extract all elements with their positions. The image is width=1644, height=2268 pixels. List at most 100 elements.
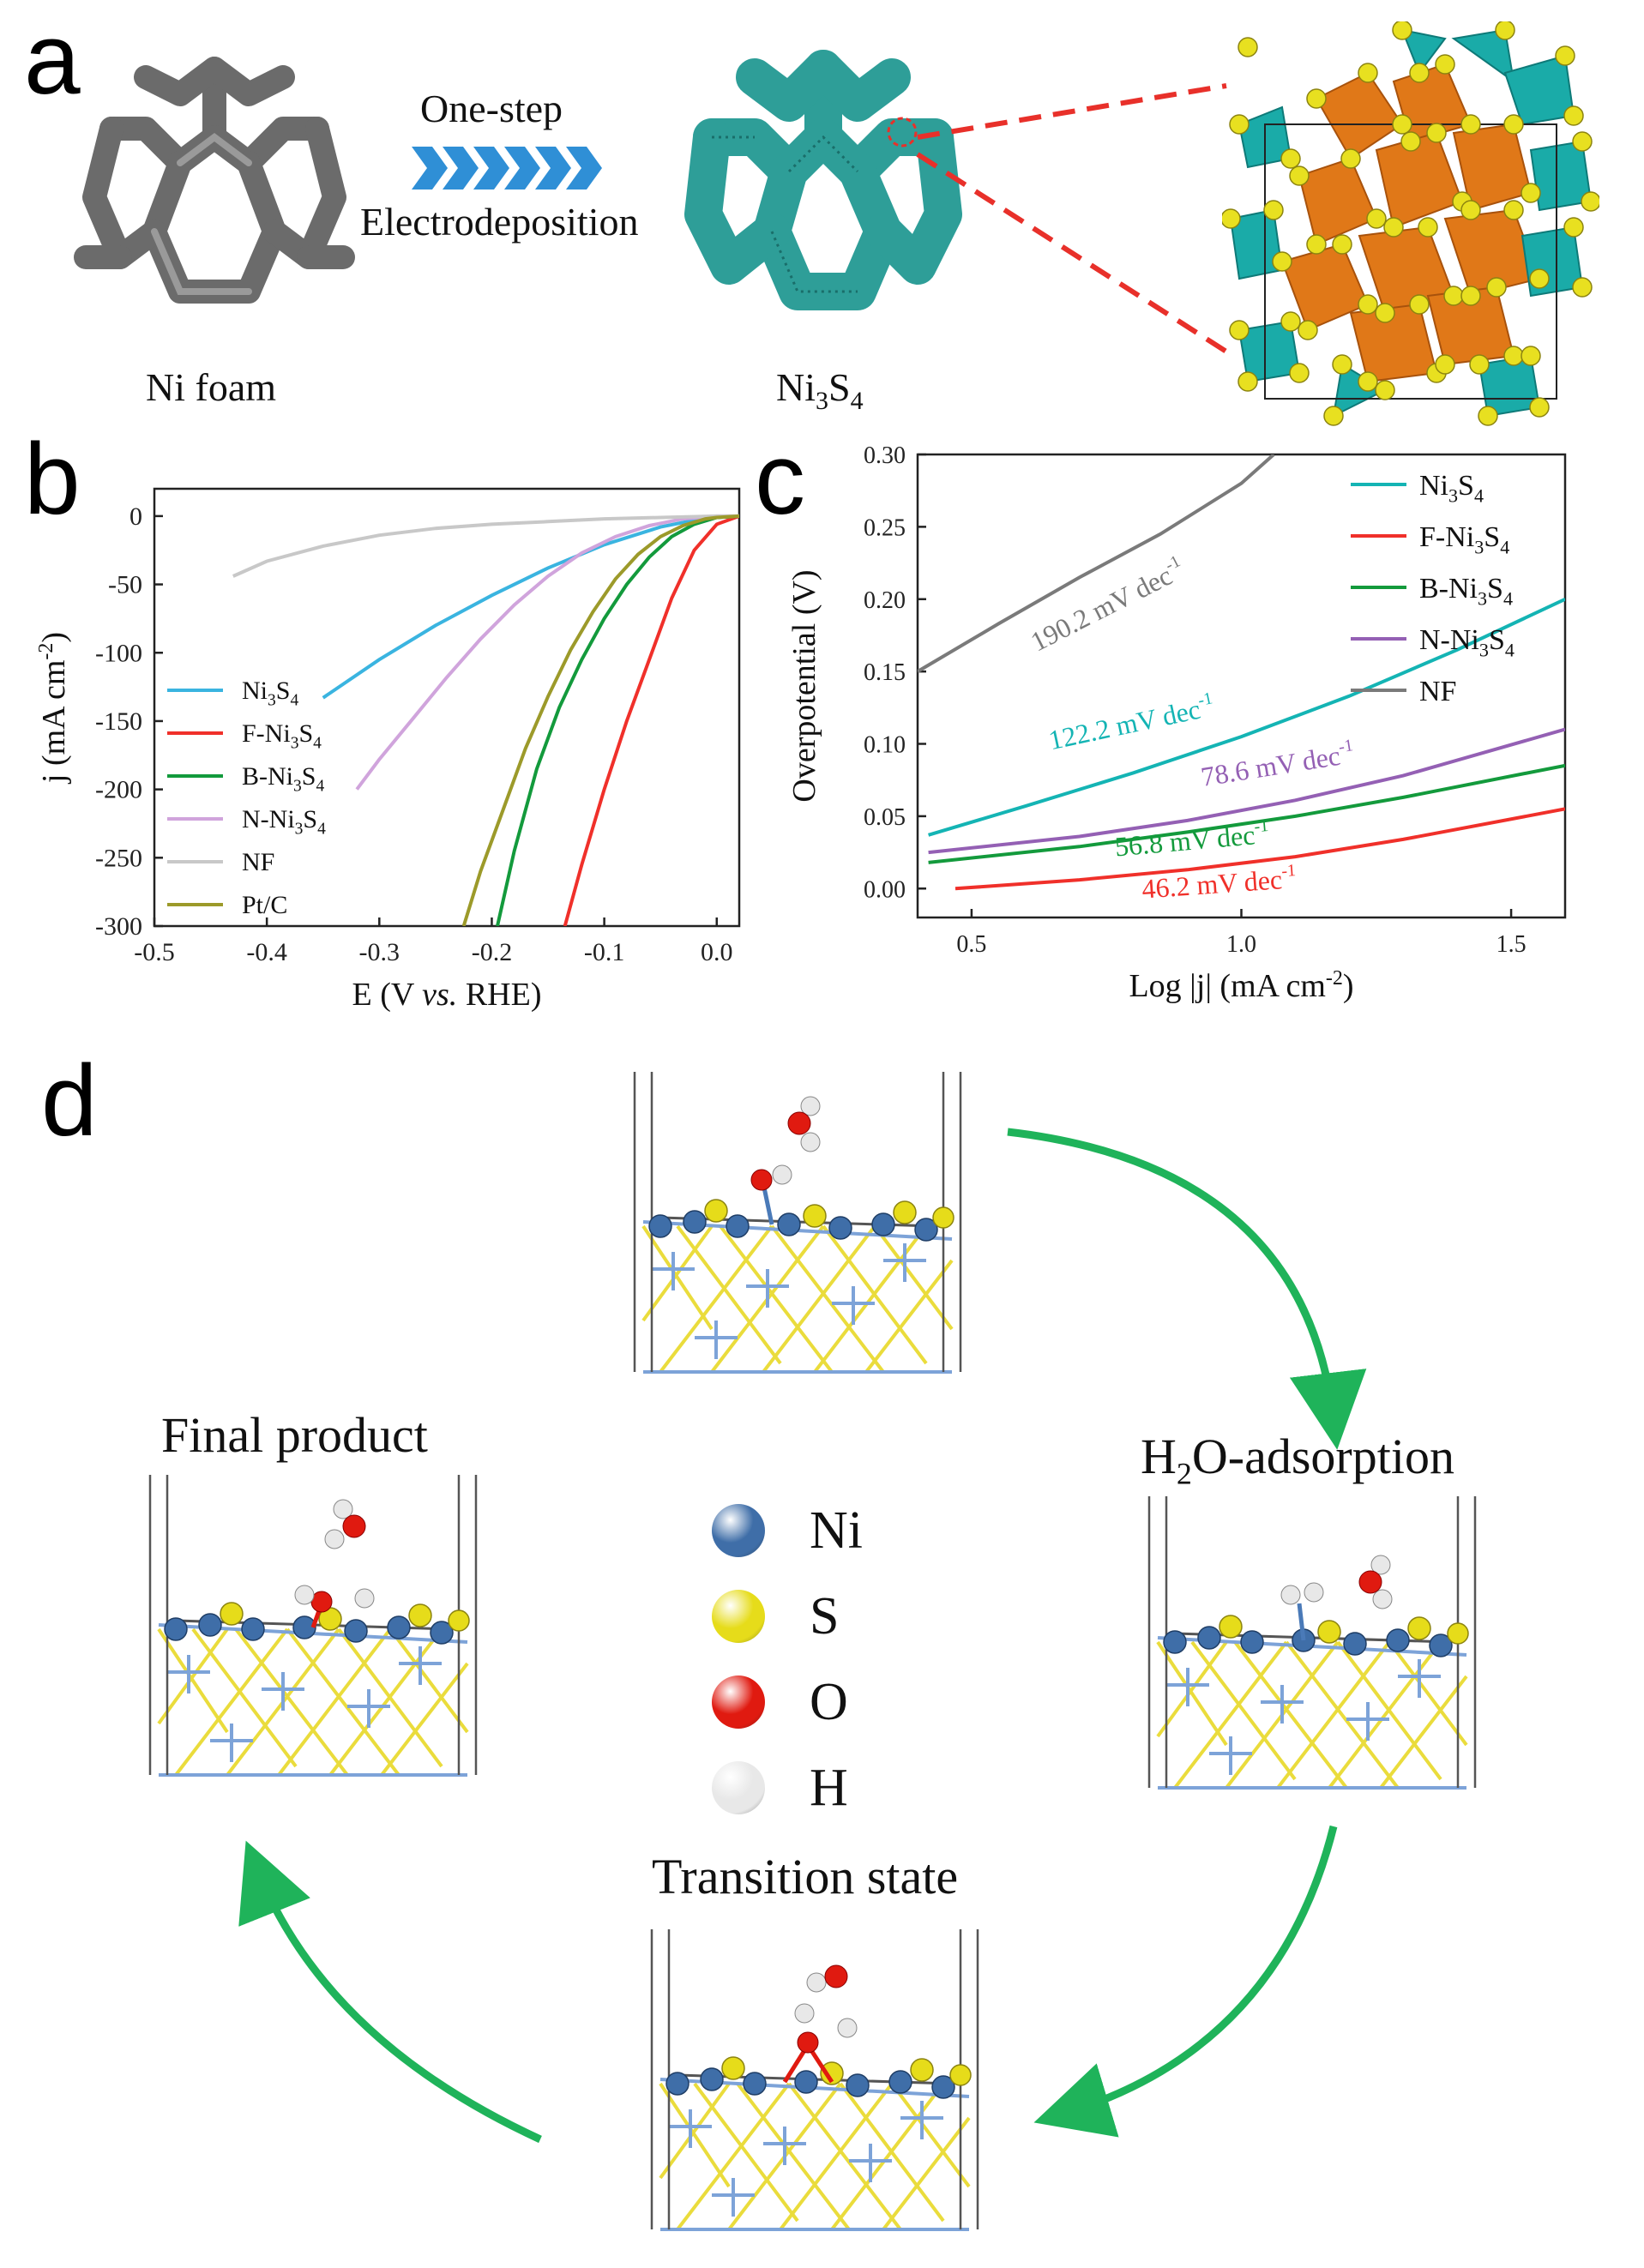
series-line-ni3s4 [322, 514, 739, 700]
tafel-slope-label: 122.2 mV dec-1 [1045, 689, 1217, 755]
legend-label: B-Ni3S4 [242, 762, 324, 796]
atom-o-swatch [712, 1675, 765, 1729]
y-tick-label: 0.25 [864, 514, 906, 541]
y-tick-label: -300 [95, 912, 142, 941]
crystal-structure-illustration [1222, 21, 1599, 426]
transition-state-molecule [782, 1964, 858, 2084]
series-line-nf [918, 454, 1275, 673]
atom-legend-row: H [712, 1745, 935, 1831]
y-tick-label: -200 [95, 776, 142, 804]
label-transition-state: Transition state [652, 1849, 959, 1904]
plot-frame [153, 487, 741, 928]
panel-d-letter: d [41, 1044, 98, 1158]
x-tick-label: -0.1 [584, 938, 625, 966]
chevron-arrow-icon [412, 147, 602, 190]
series-line-ni3s4 [928, 597, 1565, 837]
series-line-f-ni3s4 [954, 807, 1565, 891]
cycle-arrow-2 [1033, 1825, 1338, 2138]
atom-legend-row: S [712, 1573, 935, 1659]
atom-legend-label: O [810, 1672, 848, 1731]
x-tick-label: -0.3 [359, 938, 400, 966]
x-tick-label: -0.5 [134, 938, 175, 966]
zoom-dashed-lines [916, 83, 1228, 354]
atom-legend-label: S [810, 1586, 840, 1645]
oh-adsorbed [750, 1164, 792, 1225]
ni3s4-label-sub1: 3 [816, 387, 828, 416]
x-tick-label: 0.5 [956, 931, 986, 958]
atom-h-swatch [712, 1761, 765, 1814]
series-line-nf [232, 514, 739, 578]
legend-label: F-Ni3S4 [1419, 521, 1509, 558]
legend-label: NF [1419, 676, 1456, 707]
legend-label: F-Ni3S4 [242, 719, 322, 753]
y-tick-label: 0.20 [864, 587, 906, 614]
ni3s4-label-base: Ni [776, 365, 816, 409]
final-product-molecules [294, 1499, 375, 1628]
series-line-b-ni3s4 [928, 763, 1565, 864]
atom-legend-label: H [810, 1758, 848, 1817]
ni3s4-label-mid: S [828, 365, 851, 409]
panel-c-letter: c [755, 423, 805, 536]
ni3s4-foam-illustration [684, 50, 962, 310]
slab-transition-state [650, 1928, 979, 2231]
x-tick-label: -0.4 [246, 938, 287, 966]
label-h2o-adsorption-sub: 2 [1176, 1456, 1192, 1491]
atom-legend-row: Ni [712, 1488, 935, 1573]
cycle-arrow-3 [238, 1840, 542, 2144]
legend-label: Ni3S4 [1419, 470, 1484, 507]
y-tick-label: 0.05 [864, 804, 906, 831]
legend-label: B-Ni3S4 [1419, 573, 1513, 610]
y-tick-label: -150 [95, 707, 142, 736]
y-tick-label: -250 [95, 844, 142, 872]
atom-legend-label: Ni [810, 1501, 863, 1560]
cycle-arrow-1 [1007, 1128, 1367, 1450]
legend-label: Pt/C [242, 891, 287, 919]
chart-c: 0.5 1.0 1.5 0.00 0.05 0.10 0.15 0.20 0.25 0.30Log… [786, 442, 1567, 1004]
y-tick-label: 0.00 [864, 876, 906, 903]
legend-label: N-Ni3S4 [242, 805, 326, 839]
h2o-molecule-free [787, 1096, 821, 1152]
slab-final-product [148, 1475, 478, 1777]
panel-b-letter: b [24, 423, 81, 536]
cycle-arrows [238, 1128, 1367, 2144]
atom-legend-row: O [712, 1659, 935, 1745]
series-line-n-ni3s4 [928, 727, 1565, 855]
tafel-slope-label: 46.2 mV dec-1 [1141, 861, 1298, 904]
x-axis-label: Log |j| (mA cm-2) [1129, 967, 1353, 1004]
x-tick-label: 1.5 [1496, 931, 1527, 958]
slab-h2o-adsorption [1147, 1496, 1477, 1790]
ni3s4-label: Ni3S4 [776, 364, 864, 416]
y-tick-label: 0.30 [864, 442, 906, 469]
atom-s-swatch [712, 1590, 765, 1643]
series-line-b-ni3s4 [496, 514, 739, 926]
tafel-slope-label: 56.8 mV dec-1 [1113, 816, 1270, 863]
ni-foam-label: Ni foam [146, 365, 277, 409]
x-tick-label: -0.2 [472, 938, 513, 966]
legend-label: N-Ni3S4 [1419, 624, 1515, 661]
tafel-slope-label: 190.2 mV dec-1 [1025, 551, 1189, 657]
panel-a-letter: a [24, 3, 81, 116]
y-tick-label: -100 [95, 639, 142, 667]
arrow-top-label: One-step [420, 87, 563, 130]
x-tick-label: 0.0 [701, 938, 733, 966]
legend-label: NF [242, 848, 274, 876]
arrow-bottom-label: Electrodeposition [360, 200, 639, 244]
label-h2o-adsorption-base: H [1141, 1429, 1177, 1484]
atom-ni-swatch [712, 1504, 765, 1557]
ni-foam-illustration [74, 57, 355, 304]
y-axis-label: Overpotential (V) [786, 569, 822, 802]
series-line-pt-c [461, 514, 739, 926]
series-line-f-ni3s4 [563, 514, 739, 926]
x-tick-label: 1.0 [1226, 931, 1256, 958]
label-final-product: Final product [161, 1407, 428, 1463]
y-axis-label: j (mA cm-2) [35, 632, 72, 785]
y-tick-label: 0.10 [864, 732, 906, 759]
y-tick-label: 0 [129, 502, 142, 531]
series-line-n-ni3s4 [355, 514, 739, 791]
ni3s4-label-sub2: 4 [850, 387, 864, 416]
x-axis-label: E (V vs. RHE) [352, 977, 542, 1013]
h2o-adsorbed-molecule [1280, 1555, 1393, 1641]
y-tick-label: 0.15 [864, 659, 906, 686]
